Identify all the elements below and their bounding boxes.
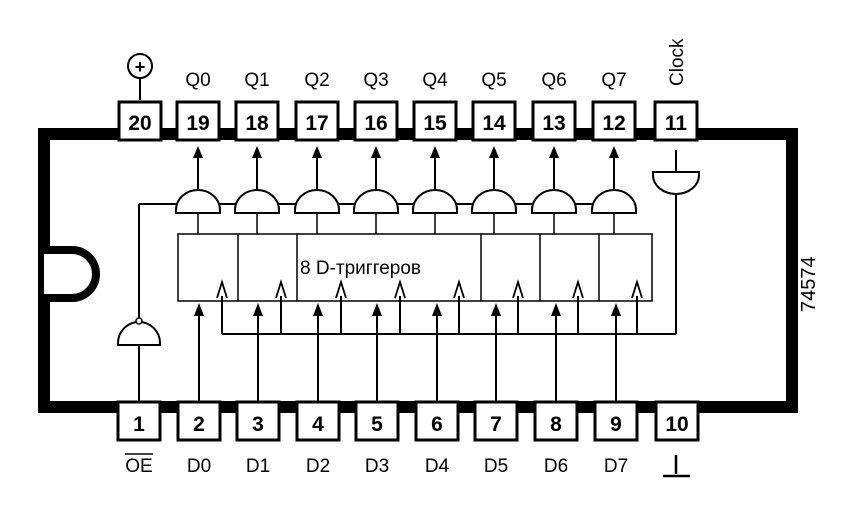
signal-label: Q2 — [304, 70, 329, 91]
signal-label: D1 — [246, 456, 270, 477]
signal-label: Q1 — [244, 70, 269, 91]
clock-input-1 — [275, 278, 287, 334]
flip-flop-block — [177, 233, 653, 302]
data-input-4 — [432, 303, 442, 402]
data-input-6 — [551, 303, 561, 402]
signal-label: Q7 — [601, 70, 626, 91]
output-gate-0 — [175, 146, 221, 234]
top-pin-20: 20 — [117, 100, 163, 142]
clock-input-0 — [216, 278, 228, 334]
power-plus-glyph: + — [135, 57, 146, 77]
top-pin-14: 14 Q5 — [471, 70, 517, 142]
pin-number: 7 — [490, 413, 502, 436]
clock-input-7 — [631, 278, 643, 334]
pin-number: 11 — [665, 112, 688, 135]
data-input-0 — [194, 303, 204, 402]
pin-number: 19 — [186, 112, 209, 135]
top-pin-12: 12 Q7 — [591, 70, 637, 142]
signal-label: Clock — [667, 38, 688, 86]
signal-label: D3 — [365, 456, 389, 477]
top-pin-18: 18 Q1 — [234, 70, 280, 142]
clock-input-6 — [572, 278, 584, 334]
pin-number: 9 — [610, 413, 622, 436]
pin-number: 15 — [423, 112, 447, 135]
top-pin-19: 19 Q0 — [175, 70, 221, 142]
signal-label: Q6 — [541, 70, 566, 91]
data-input-2 — [313, 303, 323, 402]
part-number: 74574 — [798, 256, 820, 312]
bottom-pin-9: 9D7 — [593, 400, 639, 477]
pin-number: 4 — [312, 413, 324, 436]
output-gate-3 — [353, 146, 399, 234]
signal-label: Q3 — [363, 70, 388, 91]
pin-number: 8 — [550, 413, 562, 436]
pin-number: 14 — [482, 112, 506, 135]
flip-flop-block-label: 8 D-триггеров — [300, 258, 421, 279]
signal-label: D0 — [187, 456, 211, 477]
bottom-pin-8: 8D6 — [533, 400, 579, 477]
pin-number: 16 — [364, 112, 387, 135]
data-input-1 — [253, 303, 263, 402]
output-gate-7 — [591, 146, 637, 234]
signal-label: Q5 — [481, 70, 506, 91]
pin-number: 10 — [665, 413, 688, 436]
clock-wiring — [222, 150, 677, 335]
ic-notch — [44, 246, 100, 302]
output-gate-5 — [471, 146, 517, 234]
clock-input-4 — [453, 278, 465, 334]
signal-label: D7 — [604, 456, 628, 477]
bottom-pin-7: 7D5 — [473, 400, 519, 477]
signal-label: Q0 — [185, 70, 210, 91]
signal-label: D4 — [425, 456, 450, 477]
data-input-7 — [611, 303, 621, 402]
clock-input-5 — [512, 278, 524, 334]
pin-number: 18 — [245, 112, 269, 135]
bottom-pin-2: 2D0 — [176, 400, 222, 477]
output-gate-1 — [234, 146, 280, 234]
output-gate-6 — [531, 146, 577, 234]
pin-number: 20 — [128, 112, 151, 135]
signal-label: D5 — [484, 456, 508, 477]
signal-label: OE — [125, 456, 152, 477]
oe-wiring — [138, 203, 620, 410]
output-gate-2 — [294, 146, 340, 234]
oe-inversion-bubble — [135, 317, 143, 325]
bottom-pin-10: 10 — [654, 400, 700, 442]
power-symbol: + — [127, 53, 153, 100]
signal-label: D2 — [306, 456, 330, 477]
top-pin-16: 16 Q3 — [353, 70, 399, 142]
signal-label: Q4 — [422, 70, 448, 91]
signal-label: D6 — [544, 456, 568, 477]
clock-input-3 — [394, 278, 406, 334]
oe-buffer-gate — [117, 321, 161, 346]
pin-number: 12 — [602, 112, 625, 135]
pin-number: 5 — [371, 413, 383, 436]
top-pin-17: 17 Q2 — [294, 70, 340, 142]
pin-number: 13 — [542, 112, 565, 135]
bottom-pin-5: 5D3 — [354, 400, 400, 477]
ground-symbol — [663, 455, 690, 478]
pin-number: 3 — [252, 413, 264, 436]
bottom-pin-6: 6D4 — [414, 400, 460, 477]
output-gate-4 — [412, 146, 458, 234]
bottom-pin-3: 3D1 — [235, 400, 281, 477]
pin-number: 1 — [133, 413, 145, 436]
bottom-pin-4: 4D2 — [295, 400, 341, 477]
top-pin-15: 15 Q4 — [412, 70, 458, 142]
data-input-3 — [372, 303, 382, 402]
top-pin-11: 11 Clock — [653, 38, 699, 142]
bottom-pin-1: 1OE — [116, 400, 162, 477]
pin-number: 2 — [193, 413, 205, 436]
clock-buffer-gate — [652, 171, 700, 195]
clock-input-2 — [335, 278, 347, 334]
data-input-5 — [491, 303, 501, 402]
pin-number: 6 — [431, 413, 443, 436]
pin-number: 17 — [305, 112, 328, 135]
top-pin-13: 13 Q6 — [531, 70, 577, 142]
